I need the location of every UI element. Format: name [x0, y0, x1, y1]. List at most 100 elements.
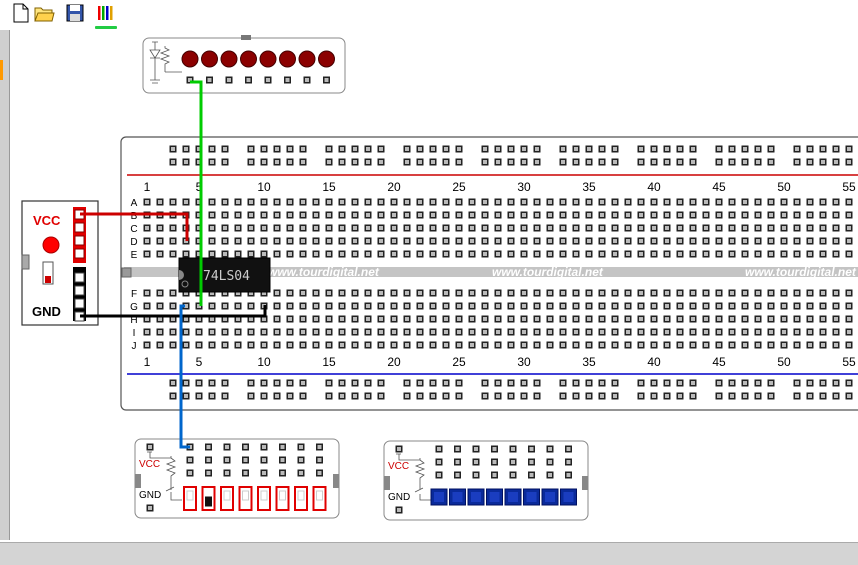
rail-hole[interactable]	[585, 379, 593, 387]
terminal-hole[interactable]	[195, 224, 203, 232]
terminal-hole[interactable]	[377, 224, 385, 232]
terminal-hole[interactable]	[520, 224, 528, 232]
gnd-pin[interactable]	[74, 285, 85, 296]
rail-hole[interactable]	[455, 392, 463, 400]
terminal-hole[interactable]	[663, 315, 671, 323]
terminal-hole[interactable]	[364, 198, 372, 206]
terminal-hole[interactable]	[481, 302, 489, 310]
terminal-hole[interactable]	[286, 341, 294, 349]
terminal-hole[interactable]	[312, 328, 320, 336]
terminal-hole[interactable]	[806, 211, 814, 219]
terminal-hole[interactable]	[143, 289, 151, 297]
rail-hole[interactable]	[676, 392, 684, 400]
terminal-hole[interactable]	[325, 250, 333, 258]
terminal-hole[interactable]	[403, 250, 411, 258]
rail-hole[interactable]	[819, 145, 827, 153]
terminal-hole[interactable]	[546, 250, 554, 258]
terminal-hole[interactable]	[702, 315, 710, 323]
rail-hole[interactable]	[819, 158, 827, 166]
terminal-hole[interactable]	[273, 250, 281, 258]
terminal-hole[interactable]	[520, 302, 528, 310]
rail-hole[interactable]	[208, 145, 216, 153]
terminal-hole[interactable]	[273, 289, 281, 297]
led-input-hole[interactable]	[206, 76, 213, 84]
terminal-hole[interactable]	[832, 250, 840, 258]
terminal-hole[interactable]	[819, 250, 827, 258]
switch-hole[interactable]	[509, 445, 517, 453]
terminal-hole[interactable]	[507, 250, 515, 258]
rail-hole[interactable]	[689, 379, 697, 387]
terminal-hole[interactable]	[663, 341, 671, 349]
terminal-hole[interactable]	[767, 328, 775, 336]
terminal-hole[interactable]	[351, 341, 359, 349]
switch-hole[interactable]	[146, 504, 154, 512]
terminal-hole[interactable]	[455, 302, 463, 310]
terminal-hole[interactable]	[754, 302, 762, 310]
rail-hole[interactable]	[832, 392, 840, 400]
terminal-hole[interactable]	[247, 289, 255, 297]
switch-hole[interactable]	[435, 471, 443, 479]
terminal-hole[interactable]	[676, 250, 684, 258]
terminal-hole[interactable]	[754, 211, 762, 219]
terminal-hole[interactable]	[377, 315, 385, 323]
terminal-hole[interactable]	[416, 198, 424, 206]
rail-hole[interactable]	[260, 392, 268, 400]
switch-hole[interactable]	[223, 456, 231, 464]
terminal-hole[interactable]	[611, 341, 619, 349]
terminal-hole[interactable]	[767, 250, 775, 258]
terminal-hole[interactable]	[364, 315, 372, 323]
terminal-hole[interactable]	[676, 224, 684, 232]
vcc-pin[interactable]	[74, 235, 85, 246]
rail-hole[interactable]	[247, 379, 255, 387]
terminal-hole[interactable]	[364, 289, 372, 297]
terminal-hole[interactable]	[767, 198, 775, 206]
terminal-hole[interactable]	[819, 328, 827, 336]
rail-hole[interactable]	[793, 158, 801, 166]
rail-hole[interactable]	[676, 379, 684, 387]
terminal-hole[interactable]	[364, 211, 372, 219]
terminal-hole[interactable]	[182, 250, 190, 258]
terminal-hole[interactable]	[429, 237, 437, 245]
terminal-hole[interactable]	[260, 315, 268, 323]
terminal-hole[interactable]	[819, 224, 827, 232]
terminal-hole[interactable]	[247, 328, 255, 336]
dip-switch-7[interactable]	[294, 486, 308, 511]
terminal-hole[interactable]	[494, 250, 502, 258]
rail-hole[interactable]	[741, 145, 749, 153]
terminal-hole[interactable]	[806, 302, 814, 310]
terminal-hole[interactable]	[793, 302, 801, 310]
dip-switch-4[interactable]	[238, 486, 253, 511]
terminal-hole[interactable]	[351, 328, 359, 336]
terminal-hole[interactable]	[442, 250, 450, 258]
terminal-hole[interactable]	[442, 198, 450, 206]
terminal-hole[interactable]	[793, 315, 801, 323]
rail-hole[interactable]	[169, 158, 177, 166]
terminal-hole[interactable]	[195, 198, 203, 206]
terminal-hole[interactable]	[416, 237, 424, 245]
rail-hole[interactable]	[793, 392, 801, 400]
rail-hole[interactable]	[260, 158, 268, 166]
terminal-hole[interactable]	[169, 341, 177, 349]
terminal-hole[interactable]	[169, 302, 177, 310]
terminal-hole[interactable]	[845, 328, 853, 336]
terminal-hole[interactable]	[351, 237, 359, 245]
rail-hole[interactable]	[416, 145, 424, 153]
terminal-hole[interactable]	[234, 198, 242, 206]
rail-hole[interactable]	[377, 392, 385, 400]
terminal-hole[interactable]	[676, 341, 684, 349]
terminal-hole[interactable]	[312, 198, 320, 206]
terminal-hole[interactable]	[845, 289, 853, 297]
switch-hole[interactable]	[242, 456, 249, 464]
terminal-hole[interactable]	[416, 302, 424, 310]
push-button-6[interactable]	[523, 488, 540, 506]
terminal-hole[interactable]	[390, 198, 398, 206]
terminal-hole[interactable]	[741, 341, 749, 349]
terminal-hole[interactable]	[429, 211, 437, 219]
terminal-hole[interactable]	[845, 315, 853, 323]
terminal-hole[interactable]	[442, 341, 450, 349]
wire-green-led[interactable]	[190, 80, 203, 306]
switch-hole[interactable]	[546, 458, 554, 466]
terminal-hole[interactable]	[520, 341, 528, 349]
terminal-hole[interactable]	[338, 328, 346, 336]
terminal-hole[interactable]	[481, 211, 489, 219]
